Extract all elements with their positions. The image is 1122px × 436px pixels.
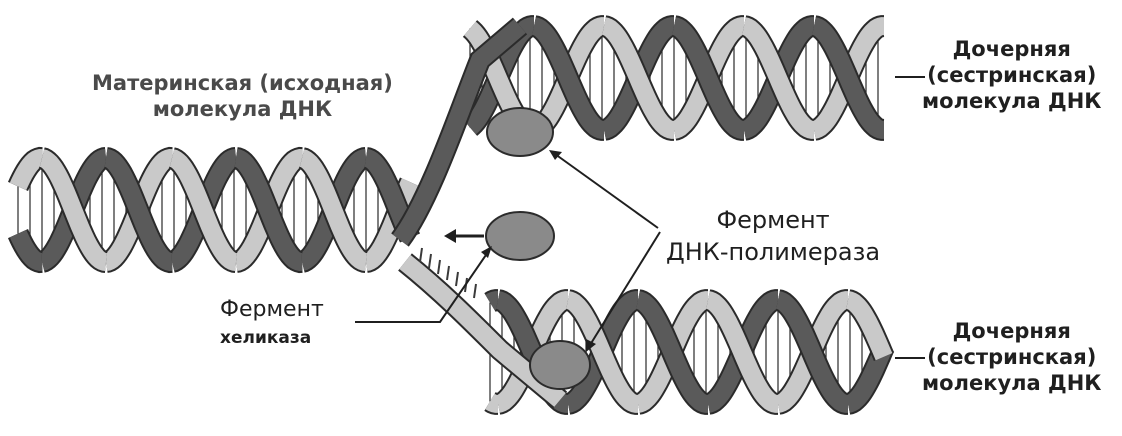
parent-label-line1: Материнская (исходная)	[92, 70, 393, 96]
polymerase-bottom-enzyme	[530, 341, 590, 389]
helicase-enzyme	[486, 212, 554, 260]
helicase-label-line1: Фермент	[220, 296, 324, 324]
daughter-bottom-label: Дочерняя (сестринская) молекула ДНК	[922, 318, 1101, 396]
polymerase-top-enzyme	[487, 108, 553, 156]
daughter-bottom-helix-strand-light	[490, 402, 498, 404]
helicase-label: Фермент хеликаза	[220, 296, 324, 352]
polymerase-label: Фермент ДНК-полимераза	[666, 204, 880, 268]
daughter-bottom-line1: Дочерняя	[922, 318, 1101, 344]
unpaired-base-tooth	[420, 248, 422, 262]
polymerase-label-line2: ДНК-полимераза	[666, 236, 880, 268]
helicase-direction-arrow	[444, 229, 484, 243]
daughter-top-line3: молекула ДНК	[922, 88, 1101, 114]
unpaired-base-tooth	[438, 260, 440, 274]
daughter-bottom-helix-strand-light	[848, 300, 884, 357]
helicase-label-line2: хеликаза	[220, 324, 324, 352]
daughter-bottom-line3: молекула ДНК	[922, 370, 1101, 396]
unpaired-base-tooth	[474, 284, 476, 298]
polymerase-label-line1: Фермент	[666, 204, 880, 236]
unpaired-base-tooth	[447, 266, 449, 280]
daughter-bottom-line2: (сестринская)	[922, 344, 1101, 370]
unpaired-base-tooth	[429, 254, 431, 268]
parent-molecule-label: Материнская (исходная) молекула ДНК	[92, 70, 393, 122]
parent-label-line2: молекула ДНК	[92, 96, 393, 122]
daughter-top-label: Дочерняя (сестринская) молекула ДНК	[922, 36, 1101, 114]
daughter-top-line2: (сестринская)	[922, 62, 1101, 88]
daughter-top-line1: Дочерняя	[922, 36, 1101, 62]
unpaired-base-tooth	[456, 272, 458, 286]
daughter-bottom-helix-strand-dark	[490, 300, 498, 302]
